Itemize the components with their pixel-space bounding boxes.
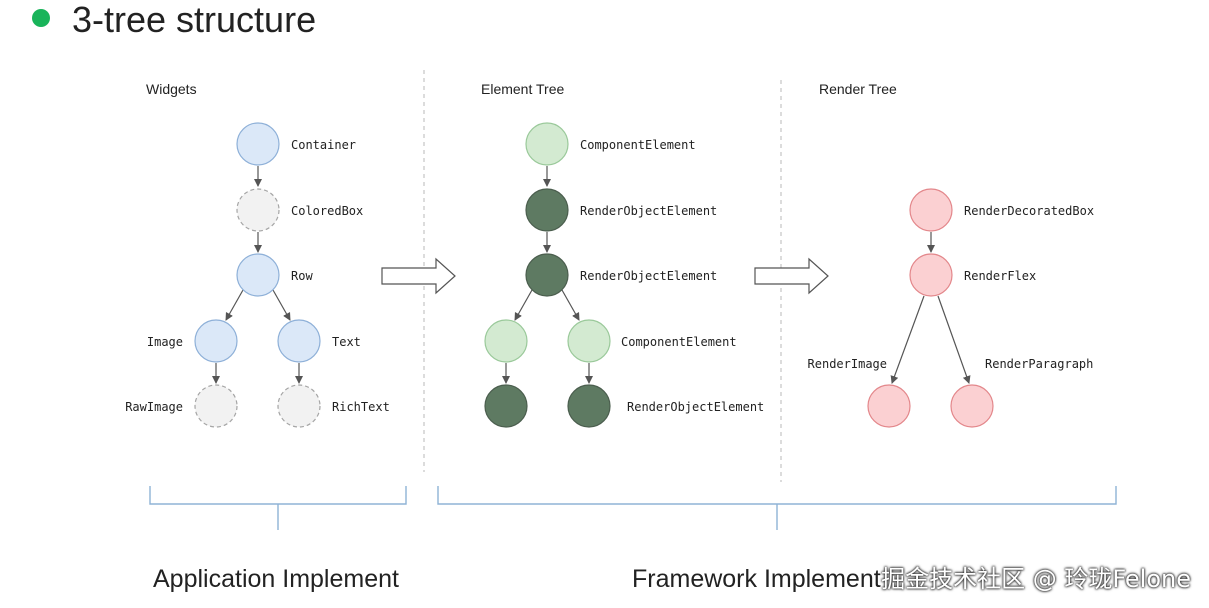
node-component-element-top: [525, 122, 569, 166]
page-title: 3-tree structure: [72, 0, 316, 40]
node-render-paragraph: [950, 384, 994, 428]
label-rawimage: RawImage: [125, 400, 183, 414]
edge-render-3: [937, 295, 971, 384]
label-render-flex: RenderFlex: [964, 269, 1036, 283]
label-render-object-element-2: RenderObjectElement: [580, 269, 717, 283]
node-image: [194, 319, 238, 363]
title-bullet-icon: [32, 9, 50, 27]
node-render-flex: [909, 253, 953, 297]
node-text: [277, 319, 321, 363]
node-component-element-left: [484, 319, 528, 363]
element-tree: ComponentElement RenderObjectElement Ren…: [484, 122, 764, 428]
node-rawimage: [194, 384, 238, 428]
transform-arrow-icon-2: [754, 257, 829, 295]
transform-arrow-icon: [381, 257, 456, 295]
widget-tree: Container ColoredBox Row Image Text RawI…: [125, 122, 390, 428]
section-widgets: Widgets: [146, 81, 197, 97]
brace-framework: [437, 486, 1117, 530]
node-coloredbox: [236, 188, 280, 232]
label-text: Text: [332, 335, 361, 349]
edge-el-4: [561, 289, 580, 321]
edge-el-3: [514, 289, 533, 321]
node-component-element-right: [567, 319, 611, 363]
footer-framework: Framework Implement: [632, 565, 881, 593]
label-coloredbox: ColoredBox: [291, 204, 363, 218]
label-render-paragraph: RenderParagraph: [985, 357, 1093, 371]
node-container: [236, 122, 280, 166]
edge-row-image: [225, 289, 244, 321]
edge-row-text: [272, 289, 291, 321]
label-render-decorated-box: RenderDecoratedBox: [964, 204, 1094, 218]
label-render-object-element-1: RenderObjectElement: [580, 204, 717, 218]
section-element-tree: Element Tree: [481, 81, 564, 97]
watermark: 掘金技术社区 @ 玲珑Felone: [881, 565, 1191, 593]
label-row: Row: [291, 269, 313, 283]
node-row: [236, 253, 280, 297]
label-component-element-top: ComponentElement: [580, 138, 696, 152]
footer-application: Application Implement: [153, 565, 399, 593]
brace-application: [149, 486, 407, 530]
label-render-image: RenderImage: [808, 357, 887, 371]
label-richtext: RichText: [332, 400, 390, 414]
node-render-object-element-right: [567, 384, 611, 428]
node-render-image: [867, 384, 911, 428]
node-render-object-element-2: [525, 253, 569, 297]
edge-render-2: [890, 295, 925, 384]
label-container: Container: [291, 138, 356, 152]
render-tree: RenderDecoratedBox RenderFlex RenderImag…: [808, 188, 1094, 428]
label-component-element-children: ComponentElement: [621, 335, 737, 349]
label-render-object-element-leaves: RenderObjectElement: [627, 400, 764, 414]
node-render-object-element-1: [525, 188, 569, 232]
label-image: Image: [147, 335, 183, 349]
node-render-object-element-left: [484, 384, 528, 428]
node-richtext: [277, 384, 321, 428]
section-render-tree: Render Tree: [819, 81, 897, 97]
node-render-decorated-box: [909, 188, 953, 232]
